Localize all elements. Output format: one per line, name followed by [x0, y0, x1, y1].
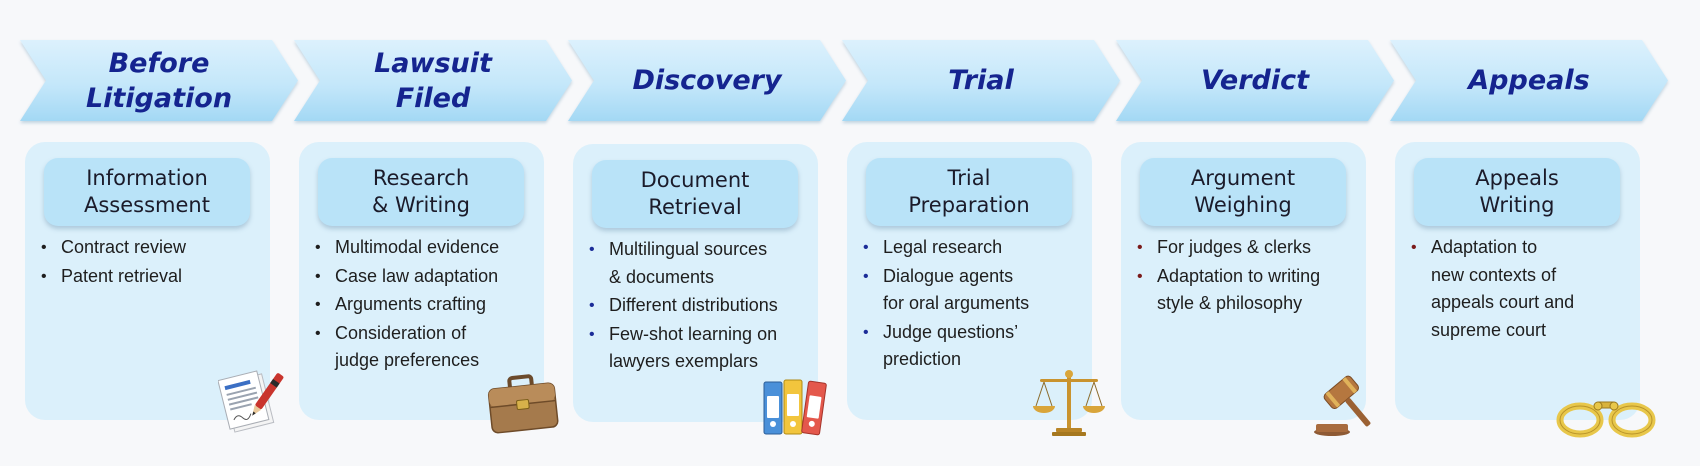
list-item: •Contract review	[41, 237, 187, 257]
list-item: •Adaptation to writing style & philosoph…	[1137, 265, 1321, 314]
list-item: •Arguments crafting	[315, 294, 487, 314]
gavel-icon	[1314, 375, 1371, 436]
list-item: •Adaptation to new contexts of appeals c…	[1411, 237, 1575, 340]
stage-title: Trial	[948, 65, 1014, 96]
scales-icon	[1033, 370, 1105, 436]
stage-card-6: Appeals Writing •Adaptation to new conte…	[1395, 142, 1640, 420]
chevron-stage-4: Trial	[842, 40, 1120, 121]
task-pill: Document Retrieval	[592, 160, 798, 228]
stage-card-5: Argument Weighing •For judges & clerks •…	[1121, 142, 1366, 420]
task-pill: Trial Preparation	[866, 158, 1072, 226]
binders-icon	[763, 379, 827, 436]
list-item: •Few-shot learning on lawyers exemplars	[589, 323, 778, 372]
stage-title: Before Litigation	[85, 47, 233, 114]
list-item: •Different distributions	[589, 295, 778, 315]
bullet-list: •Multilingual sources & documents •Diffe…	[587, 236, 815, 377]
stage-card-2: Research & Writing •Multimodal evidence …	[299, 142, 544, 420]
stage-title: Appeals	[1468, 65, 1590, 96]
bullet-list: •Legal research •Dialogue agents for ora…	[861, 234, 1089, 375]
list-item: •Multimodal evidence	[315, 237, 500, 257]
list-item: •Multilingual sources & documents	[589, 239, 768, 287]
list-item: •Patent retrieval	[41, 265, 183, 286]
chevron-stage-3: Discovery	[568, 40, 846, 121]
chevron-stage-2: Lawsuit Filed	[294, 40, 572, 121]
stage-card-1: Information Assessment •Contract review …	[25, 142, 270, 420]
bullet-list: •Multimodal evidence •Case law adaptatio…	[313, 234, 541, 376]
stage-title: Discovery	[632, 65, 782, 96]
list-item: •Legal research	[863, 237, 1003, 257]
chevron-stage-6: Appeals	[1390, 40, 1668, 121]
bullet-list: •Adaptation to new contexts of appeals c…	[1409, 234, 1637, 345]
list-item: •Case law adaptation	[315, 265, 499, 286]
list-item: •For judges & clerks	[1137, 237, 1312, 257]
list-item: •Consideration of judge preferences	[315, 322, 480, 371]
list-item: •Judge questions’ prediction	[863, 321, 1019, 370]
stage-title: Verdict	[1200, 65, 1310, 96]
briefcase-icon	[487, 374, 559, 434]
document-pen-icon	[218, 370, 284, 433]
chevron-stage-1: Before Litigation	[20, 40, 298, 121]
task-pill: Information Assessment	[44, 158, 250, 226]
bullet-list: •Contract review •Patent retrieval	[39, 234, 267, 291]
handcuffs-icon	[1556, 401, 1656, 438]
stage-card-3: Document Retrieval •Multilingual sources…	[573, 144, 818, 422]
task-pill: Research & Writing	[318, 158, 524, 226]
stage-card-4: Trial Preparation •Legal research •Dialo…	[847, 142, 1092, 420]
chevron-stage-5: Verdict	[1116, 40, 1394, 121]
stage-title: Lawsuit Filed	[374, 47, 492, 114]
bullet-list: •For judges & clerks •Adaptation to writ…	[1135, 234, 1363, 319]
task-pill: Appeals Writing	[1414, 158, 1620, 226]
task-pill: Argument Weighing	[1140, 158, 1346, 226]
list-item: •Dialogue agents for oral arguments	[863, 265, 1030, 314]
